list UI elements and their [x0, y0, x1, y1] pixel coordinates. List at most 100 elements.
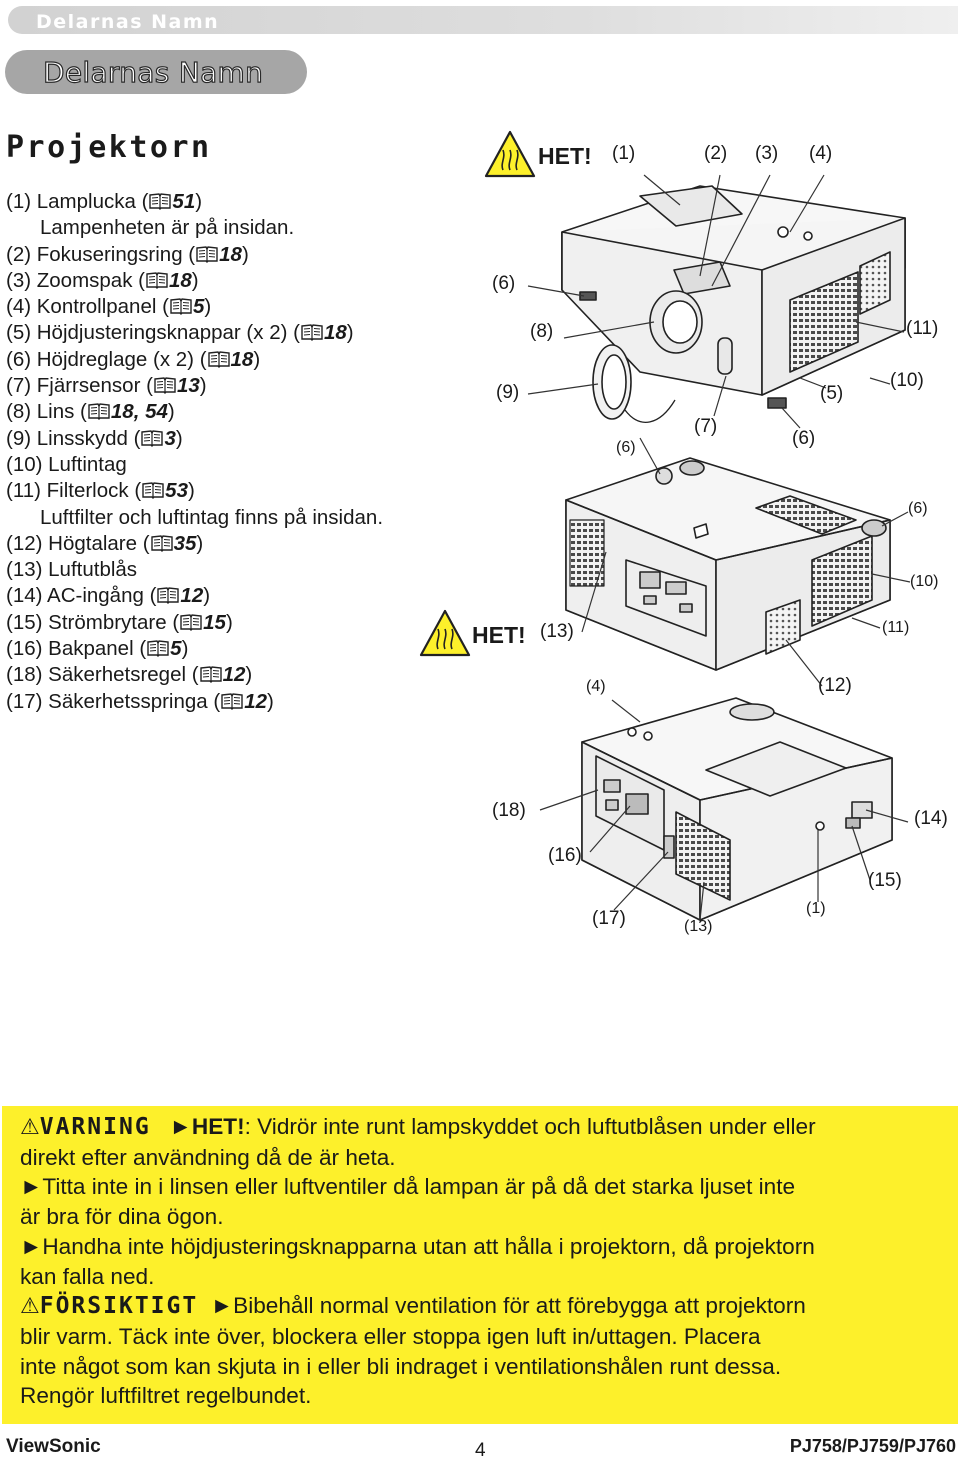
het-label-middle: HET! [472, 622, 526, 648]
callout-4-front: (4) [809, 143, 833, 164]
projector-illustrations [419, 130, 911, 921]
part-note: Lampenheten är på insidan. [40, 216, 295, 240]
chapter-band-title: Delarnas Namn [36, 11, 220, 33]
parts-list: (1) Lamplucka (51) Lampenheten är på insi… [6, 190, 486, 716]
callout-18: (18) [492, 800, 526, 821]
callout-7: (7) [694, 416, 718, 437]
book-icon [196, 245, 218, 263]
part-item: (1) Lamplucka (51) [6, 190, 203, 213]
page-reference: 12 [244, 689, 268, 713]
callout-6-front: (6) [492, 273, 516, 294]
callout-16: (16) [548, 845, 582, 866]
page-reference: 5 [170, 637, 182, 661]
callout-1-front: (1) [612, 143, 636, 164]
page-reference: 53 [165, 479, 188, 503]
warning-line-6: kan falla ned. [20, 1263, 155, 1289]
callout-13-bottom: (13) [540, 621, 574, 642]
footer-page-number: 4 [475, 1440, 486, 1458]
part-item: (9) Linsskydd (3) [6, 426, 183, 450]
part-item: (4) Kontrollpanel (5) [6, 295, 212, 319]
callout-6-bottom: (6) [616, 439, 636, 456]
book-icon [150, 535, 173, 552]
book-icon [170, 298, 192, 316]
part-item: (2) Fokuseringsring (18) [6, 242, 249, 266]
page-reference: 35 [173, 531, 197, 555]
het-warning-label: ►HET! [169, 1114, 245, 1139]
book-icon [154, 377, 176, 395]
warning-line-1: ⚠VARNING ►HET!: Vidrör inte runt lampsky… [20, 1114, 816, 1140]
book-icon [221, 692, 243, 710]
footer-model: PJ758/PJ759/PJ760 [789, 1436, 956, 1456]
part-note: Luftfilter och luftintag finns på insida… [40, 505, 384, 529]
page-reference: 12 [180, 584, 204, 608]
callout-3: (3) [755, 143, 779, 164]
callout-6-bottom-b: (6) [908, 500, 928, 517]
part-item: (14) AC-ingång (12) [6, 584, 211, 608]
part-item: (8) Lins (18, 54) [6, 400, 175, 424]
part-item: (6) Höjdreglage (x 2) (18) [6, 347, 261, 371]
book-icon [199, 666, 222, 684]
warning-triangle-icon: ⚠ [20, 1114, 40, 1139]
caution-line-2: blir varm. Täck inte över, blockera elle… [20, 1323, 761, 1349]
caution-triangle-icon: ⚠ [20, 1293, 40, 1319]
part-item: (10) Luftintag [6, 452, 127, 476]
part-item: (15) Strömbrytare (15) [6, 610, 233, 634]
page-reference: 18, 54 [110, 400, 168, 424]
section-title: Projektorn [6, 130, 212, 165]
callout-5: (5) [820, 383, 844, 404]
book-icon [149, 193, 172, 210]
page-reference: 18 [168, 268, 192, 292]
callout-10-bottom: (10) [910, 573, 939, 590]
callout-15: (15) [868, 870, 902, 891]
callout-11-bottom: (11) [882, 619, 910, 636]
caution-line-4: Rengör luftfiltret regelbundet. [20, 1383, 312, 1409]
warning-line-5: ►Handha inte höjdjusteringsknapparna uta… [20, 1233, 815, 1259]
footer-brand: ViewSonic [6, 1436, 101, 1457]
projector-rear-view [581, 697, 893, 921]
hot-warning-icon-2 [419, 609, 471, 657]
page-reference: 18 [230, 347, 254, 371]
callout-8: (8) [530, 321, 554, 342]
page-reference: 15 [203, 610, 226, 634]
part-item: (3) Zoomspak (18) [6, 268, 199, 292]
warning-box: ⚠VARNING ►HET!: Vidrör inte runt lampsky… [2, 1106, 958, 1424]
varning-label: VARNING [39, 1114, 151, 1140]
page-reference: 18 [323, 321, 347, 345]
caution-line-3: inte något som kan skjuta in i eller bli… [20, 1353, 782, 1379]
book-icon [147, 640, 169, 658]
leader-lines [527, 174, 911, 921]
callout-6-front-b: (6) [792, 428, 816, 449]
callout-11-front: (11) [906, 318, 939, 339]
page-reference: 5 [192, 295, 205, 319]
callout-9: (9) [496, 382, 520, 403]
book-icon [301, 324, 323, 342]
callout-17: (17) [592, 908, 626, 929]
hot-warning-icon [484, 130, 536, 178]
callout-13-rear: (13) [684, 918, 713, 935]
part-item: (5) Höjdjusteringsknappar (x 2) (18) [6, 321, 354, 345]
callout-1-rear: (1) [806, 900, 826, 917]
callout-12: (12) [818, 675, 852, 696]
page-reference: 18 [219, 242, 242, 266]
book-icon [146, 272, 168, 289]
forsiktigt-label: FÖRSIKTIGT [39, 1293, 199, 1320]
book-icon [88, 403, 110, 421]
part-item: (16) Bakpanel (5) [6, 637, 189, 661]
callout-4-rear: (4) [586, 678, 606, 695]
projector-bottom-view [565, 457, 891, 671]
book-icon [207, 351, 230, 368]
warning-line-3: ►Titta inte in i linsen eller luftventil… [20, 1174, 796, 1200]
projector-front-view [561, 185, 906, 423]
chapter-pill-title: Delarnas Namn [42, 55, 264, 89]
page-reference: 12 [222, 663, 246, 687]
part-item: (17) Säkerhetsspringa (12) [6, 689, 274, 713]
part-item: (11) Filterlock (53) [6, 479, 195, 503]
page-reference: 13 [176, 374, 200, 398]
book-icon [157, 587, 180, 605]
page-reference: 3 [164, 426, 176, 450]
het-label-top: HET! [538, 143, 592, 169]
caution-line-1: ⚠FÖRSIKTIGT ►Bibehåll normal ventilation… [20, 1293, 806, 1320]
part-item: (12) Högtalare (35) [6, 531, 204, 555]
part-item: (18) Säkerhetsregel (12) [6, 663, 253, 687]
